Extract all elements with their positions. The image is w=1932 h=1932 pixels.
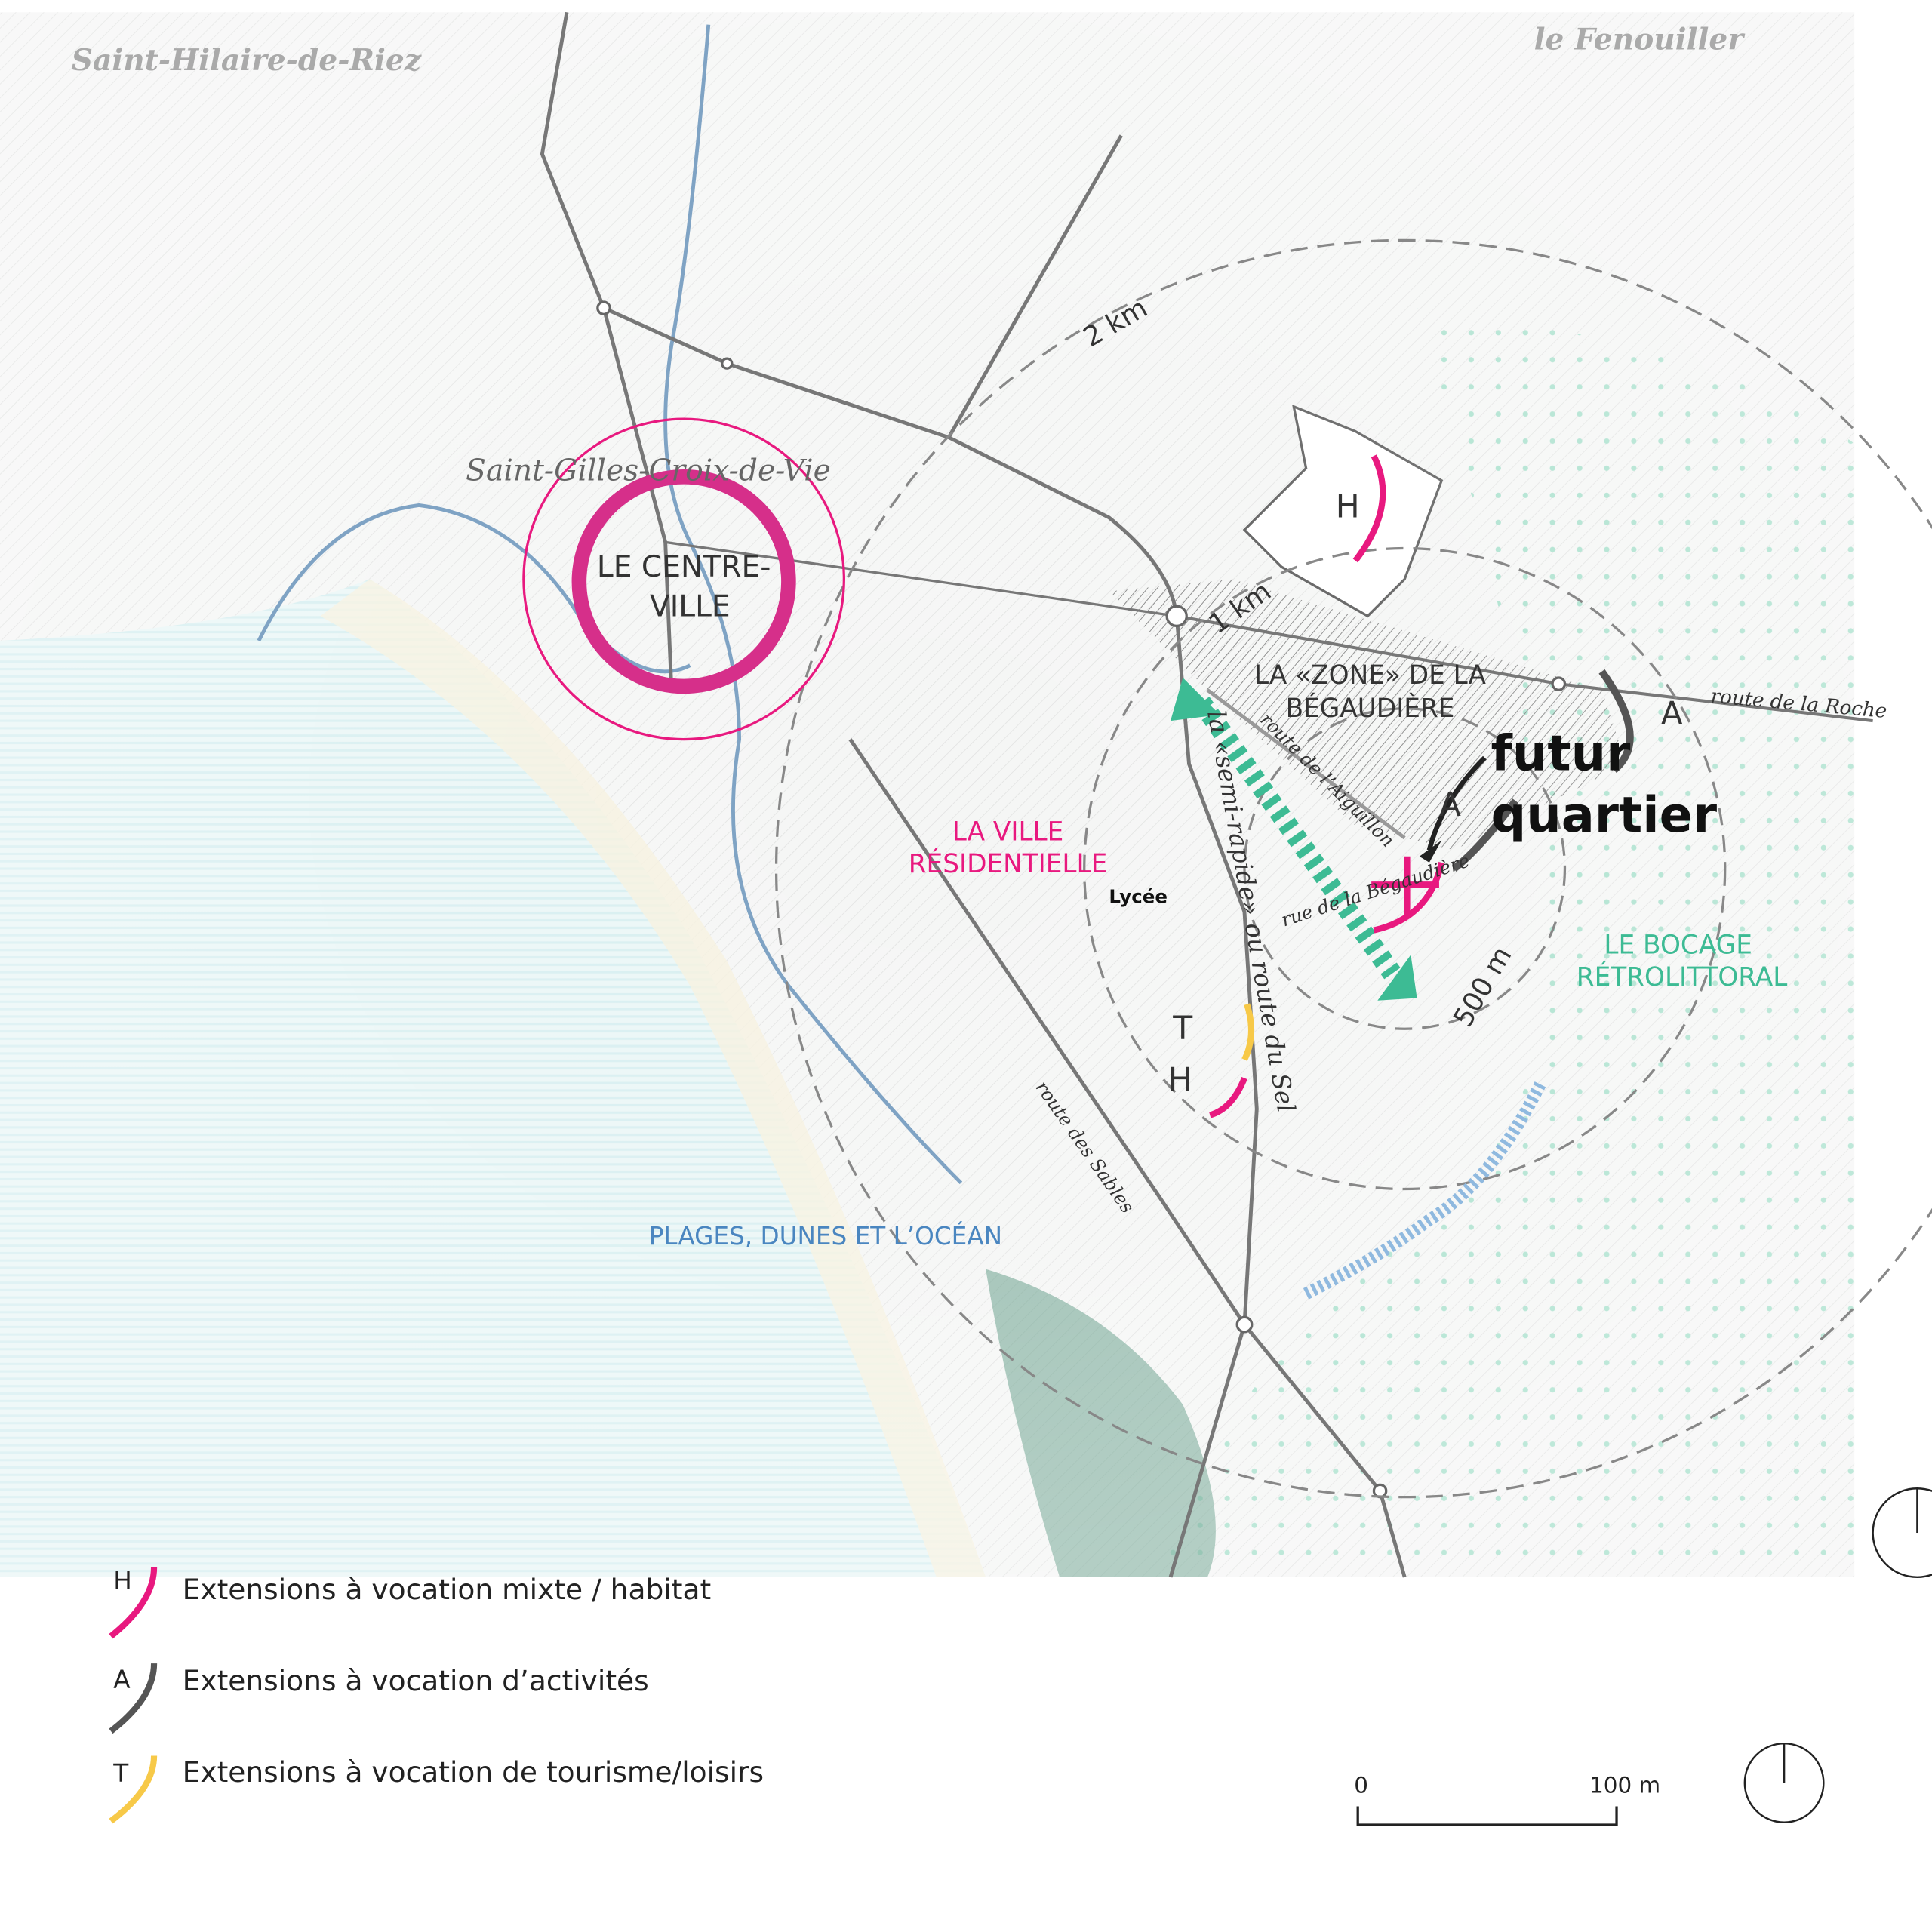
place-saint-gilles: Saint-Gilles-Croix-de-Vie xyxy=(466,454,831,488)
scale-start: 0 xyxy=(1354,1773,1368,1798)
zone-begaudiere: LA «ZONE» DE LA xyxy=(1254,660,1487,691)
zone-plages: PLAGES, DUNES ET L’OCÉAN xyxy=(649,1222,1002,1251)
zone-centre-ville-2: VILLE xyxy=(650,589,731,623)
place-saint-hilaire: Saint-Hilaire-de-Riez xyxy=(72,43,422,78)
nodes xyxy=(596,300,1567,1499)
legend-label-activites: Extensions à vocation d’activités xyxy=(183,1664,649,1697)
legend: H Extensions à vocation mixte / habitat … xyxy=(109,1567,764,1824)
arc-h-south xyxy=(1208,1077,1247,1118)
arc-a-east xyxy=(1598,669,1634,774)
legend-item-habitat: H Extensions à vocation mixte / habitat xyxy=(109,1567,712,1639)
zone-bocage: LE BOCAGE xyxy=(1604,931,1752,961)
legend-arc-gray xyxy=(109,1663,158,1734)
futur-quartier-label: futur xyxy=(1491,724,1632,782)
arc-h-north xyxy=(1352,454,1386,563)
zone-bocage-2: RÉTROLITTORAL xyxy=(1577,961,1788,992)
legend-item-activites: A Extensions à vocation d’activités xyxy=(109,1663,649,1734)
zone-residentielle-2: RÉSIDENTIELLE xyxy=(909,848,1108,879)
ring-2km xyxy=(775,238,1932,1499)
distance-rings xyxy=(775,238,1932,1499)
north-arrow-map xyxy=(1872,1487,1932,1579)
lycee-label: Lycée xyxy=(1109,886,1168,908)
marker-t: T xyxy=(1172,1010,1193,1047)
marker-h-south: H xyxy=(1168,1062,1192,1099)
scale-end: 100 m xyxy=(1589,1773,1660,1798)
extension-arcs xyxy=(1208,454,1634,1118)
roads xyxy=(540,11,1873,1578)
arc-h-futur xyxy=(1373,861,1445,934)
legend-label-habitat: Extensions à vocation mixte / habitat xyxy=(183,1573,712,1606)
legend-letter-t: T xyxy=(112,1759,129,1788)
blue-corridor xyxy=(1303,1081,1546,1300)
legend-item-tourisme: T Extensions à vocation de tourisme/lois… xyxy=(109,1755,764,1824)
arc-a-centre xyxy=(1451,798,1519,872)
green-axis-arrows xyxy=(1171,677,1417,1001)
marker-a-east: A xyxy=(1661,696,1683,733)
legend-arc-yellow xyxy=(109,1755,158,1824)
legend-letter-h: H xyxy=(113,1567,132,1595)
north-arrow xyxy=(1743,1742,1825,1823)
marker-h-north: H xyxy=(1336,489,1360,526)
rivers xyxy=(257,24,963,1185)
legend-letter-a: A xyxy=(113,1666,131,1694)
futur-quartier-label-2: quartier xyxy=(1491,786,1718,844)
ring-500m xyxy=(1243,707,1567,1030)
legend-label-tourisme: Extensions à vocation de tourisme/loisir… xyxy=(183,1755,764,1789)
marker-a-centre: A xyxy=(1439,787,1461,824)
zone-centre-ville: LE CENTRE- xyxy=(597,550,771,584)
ring-1km xyxy=(1083,546,1727,1191)
futur-arrow xyxy=(1426,755,1487,851)
scale-bar: 0 100 m xyxy=(1354,1773,1660,1826)
centre-inner-ring xyxy=(571,469,796,694)
arc-t xyxy=(1241,1003,1255,1061)
centre-outer-ring xyxy=(522,417,845,741)
map-background xyxy=(0,12,1855,1577)
place-fenouiller: le Fenouiller xyxy=(1534,22,1746,57)
legend-arc-pink xyxy=(109,1567,158,1639)
zone-begaudiere-2: BÉGAUDIÈRE xyxy=(1286,693,1455,724)
zone-residentielle: LA VILLE xyxy=(952,817,1064,847)
